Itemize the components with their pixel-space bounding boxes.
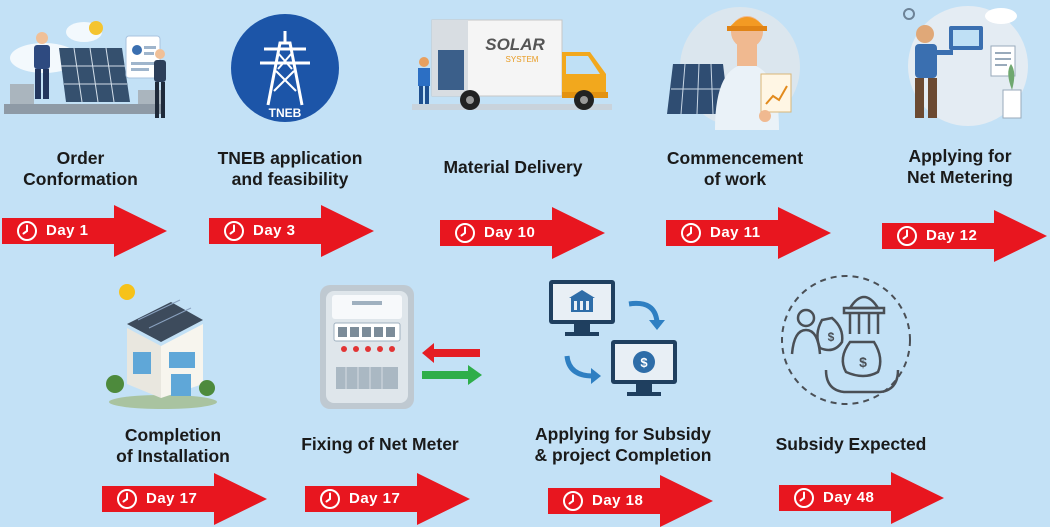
solar-delivery-truck-icon: SOLAR SYSTEM (412, 19, 612, 110)
step-9-day-arrow: Day 48 (779, 472, 944, 524)
step-7-title-line-1: Fixing of Net Meter (301, 434, 459, 454)
step-2-title: TNEB application and feasibility (202, 148, 378, 190)
step-2-day-label: Day 3 (253, 222, 296, 239)
step-6-title-line-2: of Installation (116, 446, 230, 466)
step-3-day-arrow: Day 10 (440, 207, 605, 259)
svg-text:$: $ (640, 355, 648, 370)
step-8-title-line-2: & project Completion (534, 445, 712, 465)
step-2-day-arrow: Day 3 (209, 205, 374, 257)
step-2-title-line-1: TNEB application (217, 148, 363, 168)
step-4-day-label: Day 11 (710, 224, 761, 241)
step-1-title: Order Conformation (3, 148, 158, 190)
person-applying-online-icon (903, 6, 1028, 126)
house-with-solar-roof-icon (106, 284, 217, 409)
step-3-title-line-1: Material Delivery (443, 157, 583, 177)
step-8-day-label: Day 18 (592, 492, 644, 509)
svg-text:$: $ (828, 330, 835, 344)
step-8-title: Applying for Subsidy & project Completio… (518, 424, 728, 466)
svg-text:$: $ (859, 354, 867, 370)
step-4-title-line-2: of work (703, 169, 767, 189)
step-7-day-label: Day 17 (349, 490, 401, 507)
clock-icon (896, 225, 918, 247)
step-6-title-line-1: Completion (124, 425, 222, 445)
step-6-title: Completion of Installation (98, 425, 248, 467)
step-9-title-line-1: Subsidy Expected (775, 434, 927, 454)
truck-text-system: SYSTEM (506, 55, 539, 64)
clock-icon (680, 222, 702, 244)
step-3-day-label: Day 10 (484, 224, 536, 241)
step-1-day-label: Day 1 (46, 222, 89, 239)
step-5-title: Applying for Net Metering (887, 146, 1033, 188)
step-6-day-arrow: Day 17 (102, 473, 267, 525)
step-6-day-label: Day 17 (146, 490, 198, 507)
step-5-day-label: Day 12 (926, 227, 978, 244)
clock-icon (319, 488, 341, 510)
step-5-title-line-1: Applying for (908, 146, 1012, 166)
step-4-title: Commencement of work (650, 148, 820, 190)
clock-icon (454, 222, 476, 244)
step-2-title-line-2: and feasibility (231, 169, 349, 189)
tneb-logo-text: TNEB (269, 106, 302, 120)
step-1-title-line-1: Order (56, 148, 105, 168)
step-8-day-arrow: Day 18 (548, 475, 713, 527)
clock-icon (793, 487, 815, 509)
step-1-title-line-2: Conformation (23, 169, 138, 189)
step-5-title-line-2: Net Metering (907, 167, 1013, 187)
subsidy-money-bags-icon: $ $ (781, 275, 911, 405)
truck-text-solar: SOLAR (485, 35, 545, 54)
step-9-title: Subsidy Expected (758, 434, 944, 455)
clock-icon (562, 490, 584, 512)
step-7-title: Fixing of Net Meter (282, 434, 478, 455)
step-4-day-arrow: Day 11 (666, 207, 831, 259)
clock-icon (16, 220, 38, 242)
step-1-day-arrow: Day 1 (2, 205, 167, 257)
step-8-title-line-1: Applying for Subsidy (535, 424, 711, 444)
step-9-day-label: Day 48 (823, 489, 875, 506)
step-7-day-arrow: Day 17 (305, 473, 470, 525)
step-4-title-line-1: Commencement (666, 148, 804, 168)
step-3-title: Material Delivery (423, 157, 603, 178)
net-meter-icon (320, 285, 482, 409)
monitors-exchange-icon: $ (549, 280, 677, 396)
clock-icon (116, 488, 138, 510)
tneb-tower-logo-icon: TNEB (231, 14, 339, 122)
clock-icon (223, 220, 245, 242)
worker-installing-solar-panels-icon (4, 21, 166, 118)
engineer-with-clipboard-icon (667, 7, 800, 130)
step-5-day-arrow: Day 12 (882, 210, 1047, 262)
